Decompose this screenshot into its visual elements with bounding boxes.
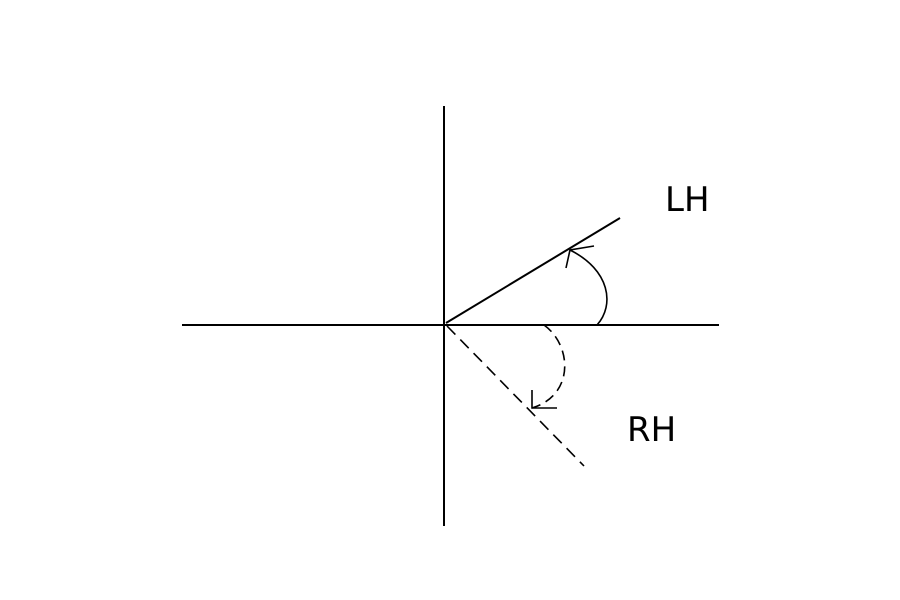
rh-arrowhead-icon xyxy=(531,390,557,409)
rh-rotation-arc xyxy=(531,324,566,409)
rh-ray xyxy=(446,325,585,467)
lh-ray xyxy=(445,217,621,324)
lh-rotation-arc xyxy=(569,249,608,326)
lh-label: LH xyxy=(665,180,710,220)
rh-label: RH xyxy=(627,410,677,450)
lh-arrowhead-icon xyxy=(565,245,595,269)
